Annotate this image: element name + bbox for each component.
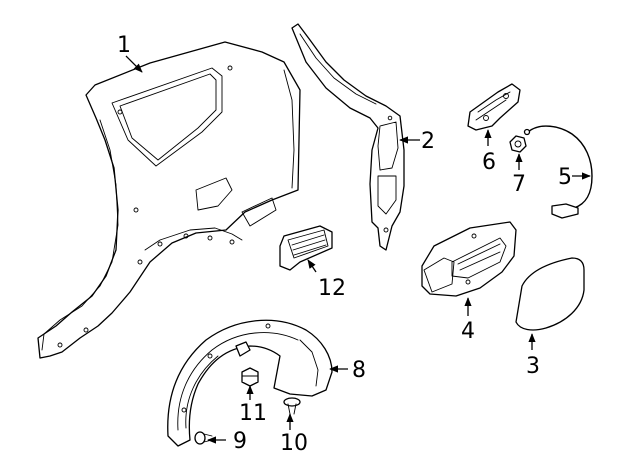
screw-10-part: [283, 397, 301, 415]
callout-12: 12: [318, 276, 346, 301]
nut-part: [509, 135, 527, 153]
inner-pillar-part: [291, 23, 405, 251]
callout-labels: 1 2 3 4 5 6 7 8 9 10 11 12: [117, 33, 572, 456]
leader-1: [125, 55, 143, 73]
callout-9: 9: [233, 429, 247, 454]
callout-2: 2: [421, 129, 435, 154]
vent-part: [279, 225, 333, 271]
callout-1: 1: [117, 33, 131, 58]
leader-12: [307, 259, 317, 273]
release-cable-part: [523, 125, 593, 219]
fuel-door-part: [515, 257, 585, 331]
screw-9-part: [194, 431, 213, 445]
callout-10: 10: [280, 431, 308, 456]
callout-5: 5: [558, 165, 572, 190]
wheel-liner-part: [167, 319, 333, 447]
callout-6: 6: [482, 150, 496, 175]
filler-housing-part: [421, 221, 517, 297]
callout-7: 7: [512, 172, 526, 197]
callout-8: 8: [352, 358, 366, 383]
door-actuator-part: [467, 83, 521, 131]
quarter-panel-part: [37, 41, 301, 359]
clip-part: [241, 367, 259, 387]
callout-3: 3: [526, 354, 540, 379]
callout-11: 11: [239, 401, 267, 426]
leader-lines: [125, 55, 591, 444]
callout-4: 4: [461, 319, 475, 344]
